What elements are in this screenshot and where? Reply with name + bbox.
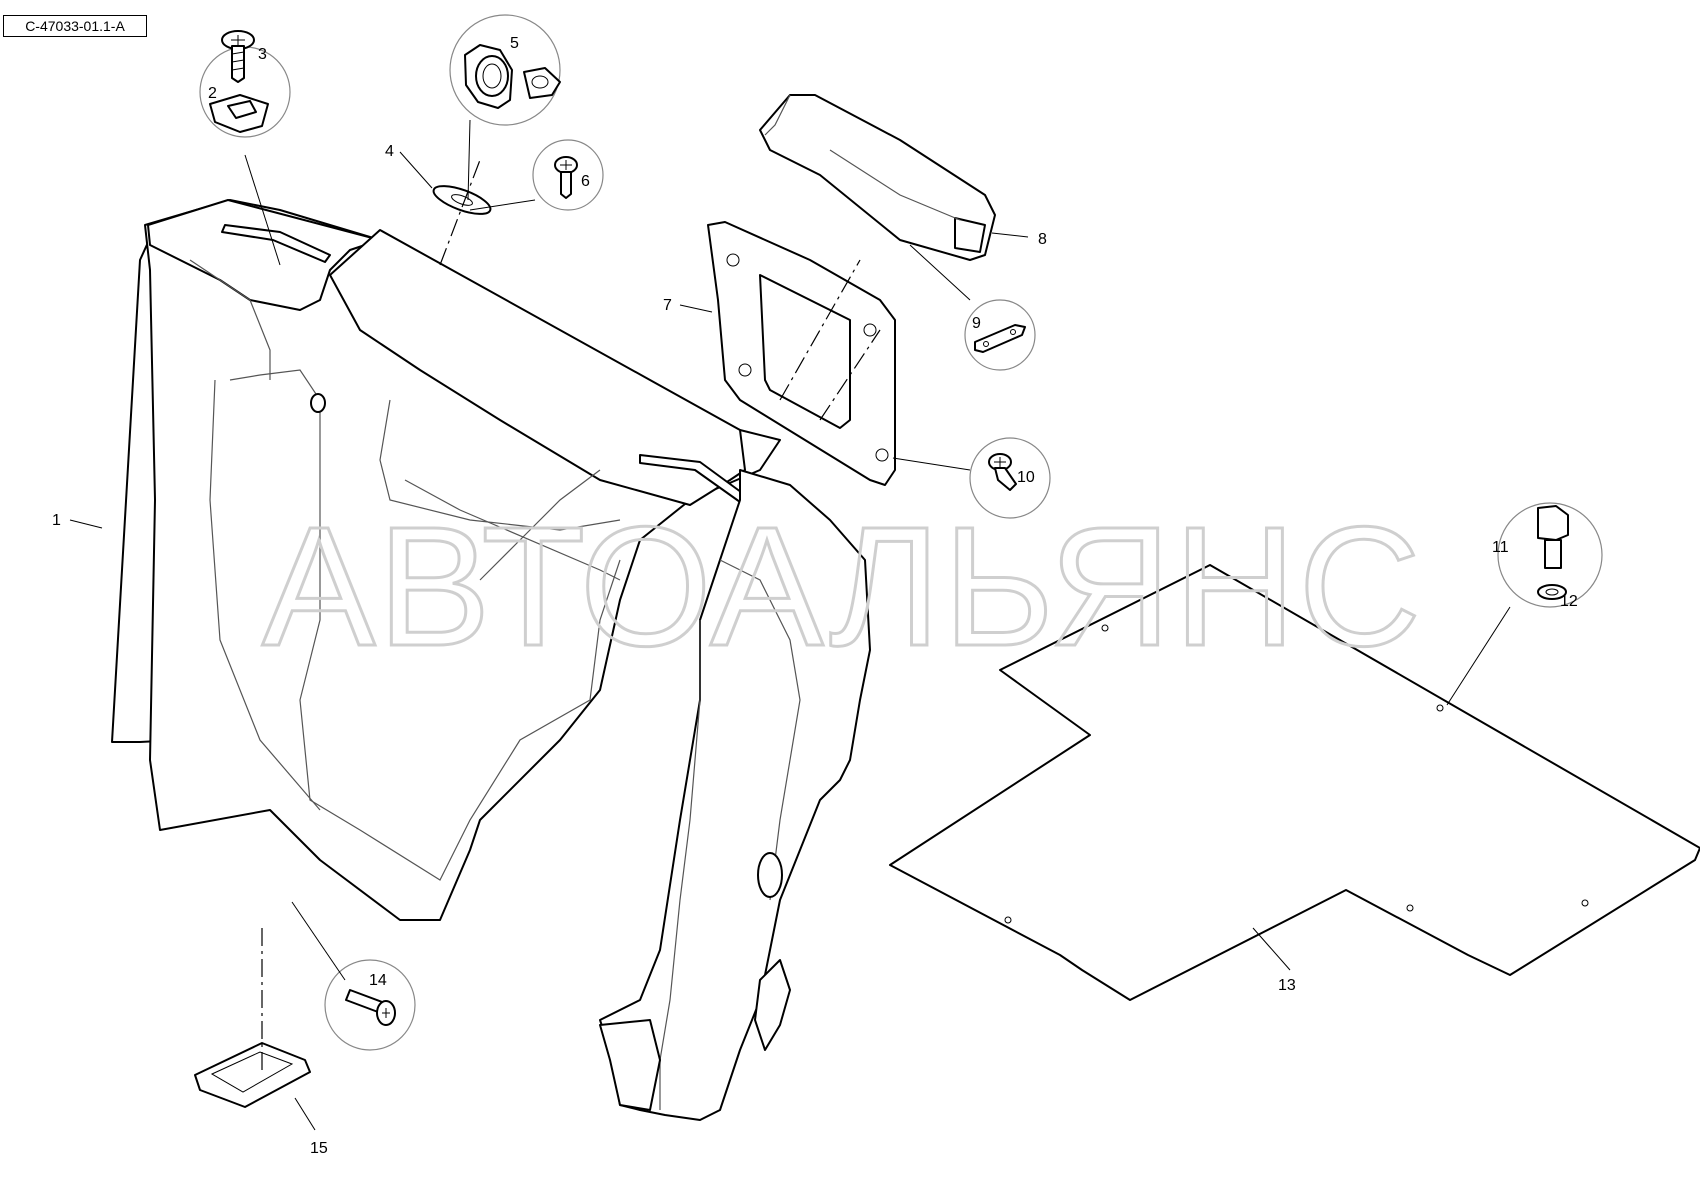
callout-5: 5 xyxy=(510,35,519,52)
callout-10: 10 xyxy=(1017,469,1035,486)
callout-6: 6 xyxy=(581,173,590,190)
callout-7: 7 xyxy=(663,297,672,314)
callout-11: 11 xyxy=(1492,539,1509,556)
callout-3: 3 xyxy=(258,46,267,63)
part-10-screw xyxy=(969,437,1051,519)
part-14-screw xyxy=(324,959,416,1051)
part-5-power-socket xyxy=(449,14,561,126)
document-code-box: C-47033-01.1-A xyxy=(3,15,147,37)
part-3-screw xyxy=(221,30,255,83)
callout-labels: 1 2 3 4 5 6 7 8 9 10 11 12 13 14 15 xyxy=(52,35,1578,1157)
callout-15: 15 xyxy=(310,1140,328,1157)
assembly-lines xyxy=(261,159,881,1070)
part-1-right-column xyxy=(599,469,871,1121)
callout-1: 1 xyxy=(52,512,61,529)
part-11-bolt xyxy=(1497,502,1603,608)
callout-12: 12 xyxy=(1560,593,1578,610)
part-13-floor-mat xyxy=(889,564,1700,1001)
part-8-handle-cover xyxy=(759,94,996,261)
callout-14: 14 xyxy=(369,972,387,989)
callout-13: 13 xyxy=(1278,977,1296,994)
part-6-screw xyxy=(532,139,604,211)
part-1-rear-panel xyxy=(111,199,781,921)
leader-lines xyxy=(69,119,1511,1131)
part-2-clip-nut xyxy=(199,46,291,138)
callout-8: 8 xyxy=(1038,231,1047,248)
callout-4: 4 xyxy=(385,143,394,160)
part-9-bracket xyxy=(964,299,1036,371)
callout-9: 9 xyxy=(972,315,981,332)
part-12-washer xyxy=(1537,584,1567,600)
part-15-seal xyxy=(194,1042,311,1108)
watermark-text: АВТОАЛЬЯНС xyxy=(262,492,1423,682)
callout-2: 2 xyxy=(208,85,217,102)
part-7-trim-frame xyxy=(707,221,896,486)
part-4-gasket-ring xyxy=(432,185,492,215)
document-code: C-47033-01.1-A xyxy=(25,18,125,34)
